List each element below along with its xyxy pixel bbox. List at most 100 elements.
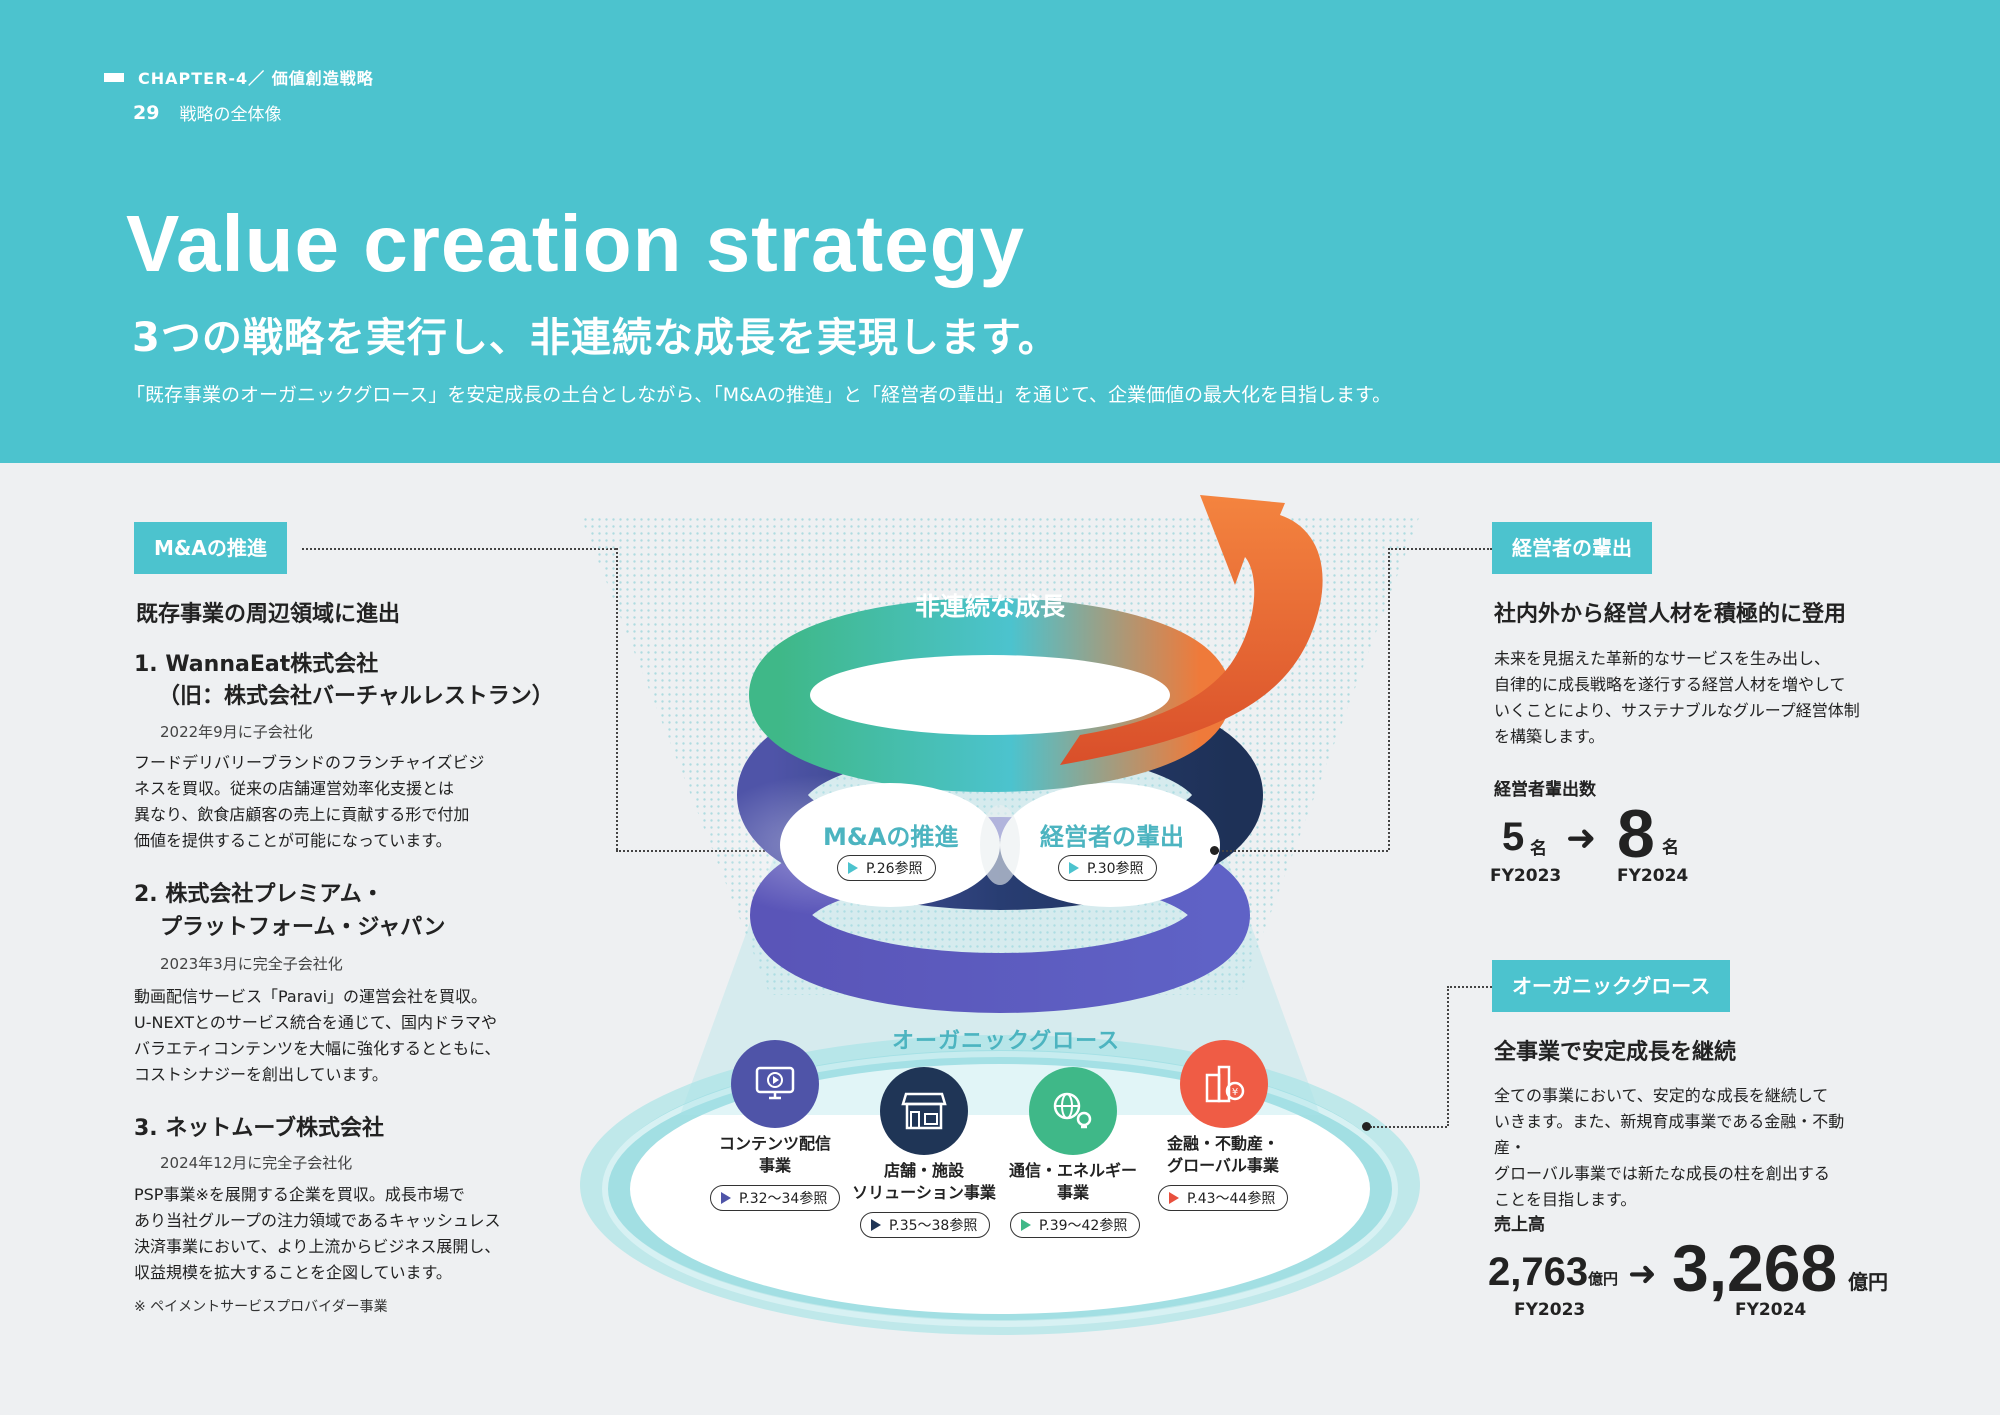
exec-body-line: 未来を見据えた革新的なサービスを生み出し、 [1494,649,1831,668]
exec-connector [1388,548,1492,550]
segment3-label-line: 事業 [1056,1183,1089,1202]
organic-connector-dot [1362,1122,1371,1131]
organic-center-label: オーガニックグロース [892,1029,1121,1054]
sales-from-year: FY2023 [1514,1300,1586,1320]
play-icon [721,1192,731,1204]
exec-connector-dot [1210,846,1219,855]
item1-body-line: フードデリバリーブランドのフランチャイズビジ [134,753,485,772]
segment4-label-line: グローバル事業 [1167,1156,1279,1175]
globe-bulb-icon [1029,1067,1117,1155]
exec-metric-label: 経営者輩出数 [1494,780,1596,800]
sales-to-value: 3,268 [1672,1231,1838,1305]
segment4-label-line: 金融・不動産・ [1166,1134,1279,1153]
page-subtitle: 3つの戦略を実行し、非連続な成長を実現します。 [132,315,1059,361]
exec-from-year: FY2023 [1490,866,1562,886]
footnote: ※ ペイメントサービスプロバイダー事業 [134,1299,388,1315]
item2-body-line: コストシナジーを創出しています。 [134,1065,388,1084]
exec-connector-end [1217,850,1388,852]
item1-body: フードデリバリーブランドのフランチャイズビジ ネスを買収。従来の店舗運営効率化支… [134,750,514,854]
segment4-ref-text: P.43～44参照 [1187,1191,1276,1207]
organic-body-line: ことを目指します。 [1494,1190,1637,1209]
organic-body: 全ての事業において、安定的な成長を継続して いきます。また、新規育成事業である金… [1494,1083,1864,1213]
segment3-label-line: 通信・エネルギー [1008,1161,1137,1180]
ma-tag: M&Aの推進 [134,522,287,574]
ma-center-label: M&Aの推進 [823,823,959,851]
ma-heading: 既存事業の周辺領域に進出 [136,602,401,627]
ma-connector-vertical [616,548,618,850]
item1-title: 1. WannaEat株式会社 [134,652,379,677]
play-icon [871,1219,881,1231]
item2-body-line: 動画配信サービス「Paravi」の運営会社を買収。 [134,987,488,1006]
segment2-ref-text: P.35～38参照 [889,1218,978,1234]
segment3-ref-link[interactable]: P.39～42参照 [1010,1212,1141,1238]
segment3-ref-text: P.39～42参照 [1039,1218,1128,1234]
organic-body-line: 全ての事業において、安定的な成長を継続して [1494,1086,1829,1105]
segment3-label: 通信・エネルギー 事業 [998,1160,1148,1204]
exec-heading: 社内外から経営人材を積極的に登用 [1494,602,1847,627]
discontinuous-growth-label: 非連続な成長 [915,592,1066,621]
header-band: CHAPTER-4／ 価値創造戦略 29 戦略の全体像 Value creati… [0,0,2000,463]
chapter-label: CHAPTER-4／ 価値創造戦略 [104,65,374,89]
item1-body-line: 異なり、飲食店顧客の売上に貢献する形で付加 [134,805,470,824]
item3-body-line: 収益規模を拡大することを企図しています。 [134,1263,452,1282]
item3-body-line: 決済事業において、より上流からビジネス展開し、 [134,1237,501,1256]
organic-connector [1447,986,1492,988]
item3-title: 3. ネットムーブ株式会社 [134,1116,385,1141]
item2-title-sub: プラットフォーム・ジャパン [160,915,446,940]
sales-to-unit: 億円 [1848,1270,1888,1294]
exec-to-year: FY2024 [1617,866,1689,886]
item1-body-line: 価値を提供することが可能になっています。 [134,831,452,850]
play-icon [848,862,858,874]
storefront-icon [880,1067,968,1155]
exec-tag: 経営者の輩出 [1492,522,1652,574]
segment2-label-line: 店舗・施設 [883,1161,964,1180]
segment1-label: コンテンツ配信 事業 [707,1133,843,1177]
item3-body-line: あり当社グループの注力領域であるキャッシュレス [134,1211,501,1230]
sales-from-unit: 億円 [1588,1270,1619,1288]
sales-metric-label: 売上高 [1494,1215,1545,1235]
exec-body-line: 自律的に成長戦略を遂行する経営人材を増やして [1494,675,1846,694]
exec-arrow-icon: ➜ [1566,818,1597,859]
segment1-label-line: 事業 [758,1156,791,1175]
play-icon [1069,862,1079,874]
organic-connector-end [1370,1126,1447,1128]
ma-ref-link[interactable]: P.26参照 [837,855,936,881]
segment1-ref-text: P.32～34参照 [739,1191,828,1207]
segment1-ref-link[interactable]: P.32～34参照 [710,1185,841,1211]
play-icon [1021,1219,1031,1231]
exec-ref-link[interactable]: P.30参照 [1058,855,1157,881]
page-section-title: 戦略の全体像 [179,105,282,125]
exec-to-value: 8 [1617,796,1655,872]
exec-center-label: 経営者の輩出 [1040,823,1184,851]
segment2-ref-link[interactable]: P.35～38参照 [860,1212,991,1238]
organic-body-line: グローバル事業では新たな成長の柱を創出する [1494,1164,1830,1183]
exec-to-unit: 名 [1662,838,1679,858]
buildings-coin-icon: ¥ [1180,1040,1268,1128]
organic-connector-vertical [1447,986,1449,1126]
exec-body-line: いくことにより、サステナブルなグループ経営体制 [1494,701,1860,720]
segment4-ref-link[interactable]: P.43～44参照 [1158,1185,1289,1211]
ma-ref-text: P.26参照 [866,861,923,877]
item3-date: 2024年12月に完全子会社化 [160,1154,353,1172]
organic-body-line: いきます。また、新規育成事業である金融・不動産・ [1494,1112,1845,1157]
strategy-diagram: 非連続な成長 M&Aの推進 P.26参照 経営者の輩出 P.30参照 オーガニッ… [540,495,1480,1355]
item2-body: 動画配信サービス「Paravi」の運営会社を買収。 U-NEXTとのサービス統合… [134,984,514,1088]
page-number: 29 [133,101,160,124]
item1-body-line: ネスを買収。従来の店舗運営効率化支援とは [134,779,455,798]
exec-from-value: 5 [1502,815,1525,859]
exec-body-line: を構築します。 [1494,727,1605,746]
page-title: Value creation strategy [126,199,1025,288]
lead-text: 「既存事業のオーガニックグロース」を安定成長の土台としながら、「M&Aの推進」と… [126,384,1392,406]
monitor-play-icon [731,1040,819,1128]
segment4-label: 金融・不動産・ グローバル事業 [1148,1133,1298,1177]
item2-title: 2. 株式会社プレミアム・ [134,882,384,907]
exec-body: 未来を見据えた革新的なサービスを生み出し、 自律的に成長戦略を遂行する経営人材を… [1494,646,1864,750]
chapter-text: CHAPTER-4／ 価値創造戦略 [138,69,374,88]
page-line: 29 戦略の全体像 [133,100,282,126]
item1-date: 2022年9月に子会社化 [160,723,313,741]
sales-from-value: 2,763 [1488,1250,1589,1294]
sales-arrow-icon: ➜ [1628,1254,1657,1294]
segment2-label: 店舗・施設 ソリューション事業 [844,1160,1004,1204]
item3-body: PSP事業※を展開する企業を買収。成長市場で あり当社グループの注力領域であるキ… [134,1182,514,1286]
exec-ref-text: P.30参照 [1087,861,1144,877]
